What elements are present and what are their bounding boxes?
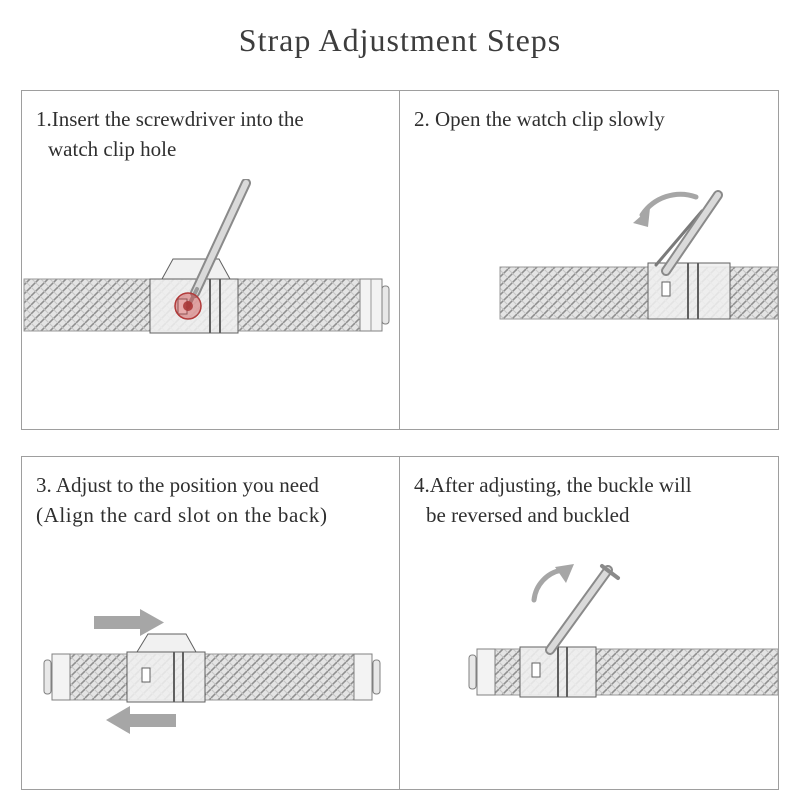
step-4-line-2: be reversed and buckled xyxy=(426,502,630,527)
step-2-text: 2. Open the watch clip slowly xyxy=(400,91,778,135)
flipped-buckle xyxy=(545,564,620,655)
rotate-ccw-arrow-icon xyxy=(633,191,699,227)
watch-clasp xyxy=(149,258,239,334)
step-4-text: 4.After adjusting, the buckle will be re… xyxy=(400,457,778,531)
panel-step-1: 1.Insert the screwdriver into the watch … xyxy=(22,91,400,429)
watch-band xyxy=(43,653,381,701)
step-1-line-1: 1.Insert the screwdriver into the xyxy=(36,107,304,131)
step-1-illustration xyxy=(23,179,390,334)
watch-band xyxy=(468,648,778,696)
left-arrow-icon xyxy=(106,706,176,734)
steps-row-top: 1.Insert the screwdriver into the watch … xyxy=(21,90,779,430)
step-3-text: 3. Adjust to the position you need (Alig… xyxy=(22,457,399,531)
step-1-line-2: watch clip hole xyxy=(48,136,177,161)
panel-step-3: 3. Adjust to the position you need (Alig… xyxy=(22,457,400,789)
step-3-illustration xyxy=(43,609,381,734)
step-2-illustration xyxy=(499,190,778,320)
step-3-line-2: (Align the card slot on the back) xyxy=(36,502,328,527)
page-title: Strap Adjustment Steps xyxy=(238,22,562,58)
step-4-illustration xyxy=(468,564,778,698)
watch-clasp xyxy=(647,262,731,320)
clip-hole-highlight-icon xyxy=(174,292,202,320)
step-1-text: 1.Insert the screwdriver into the watch … xyxy=(22,91,399,165)
watch-clasp xyxy=(519,646,597,698)
watch-band xyxy=(499,266,778,320)
rotate-cw-arrow-icon xyxy=(531,564,574,603)
step-2-line-1: 2. Open the watch clip slowly xyxy=(414,107,665,131)
steps-row-bottom: 3. Adjust to the position you need (Alig… xyxy=(21,456,779,790)
right-arrow-icon xyxy=(94,609,164,636)
panel-step-4: 4.After adjusting, the buckle will be re… xyxy=(400,457,778,789)
open-clip-lever xyxy=(654,190,723,276)
step-4-line-1: 4.After adjusting, the buckle will xyxy=(414,473,692,497)
panel-step-2: 2. Open the watch clip slowly xyxy=(400,91,778,429)
step-3-line-1: 3. Adjust to the position you need xyxy=(36,473,319,497)
watch-clasp xyxy=(126,633,206,703)
